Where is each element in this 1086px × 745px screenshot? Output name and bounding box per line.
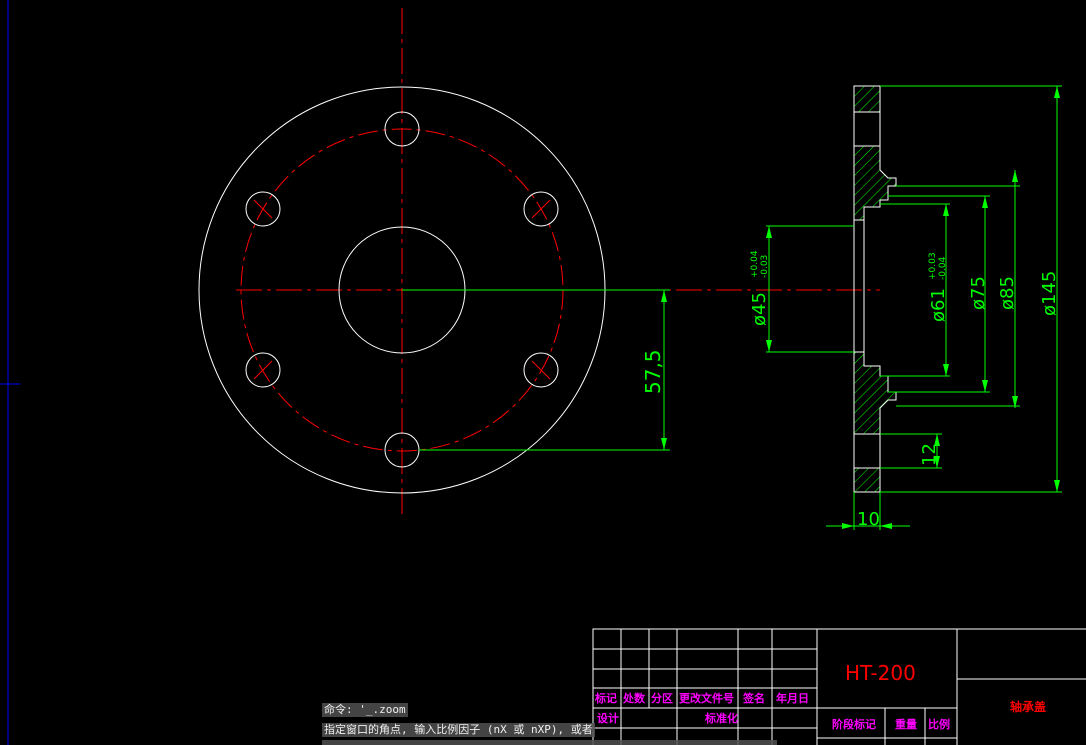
bolt-hole (245, 191, 281, 227)
tb-header-3: 更改文件号 (679, 691, 734, 705)
tb-scale-label: 比例 (928, 717, 950, 731)
hole-mark (531, 360, 551, 380)
bolt-hole (384, 111, 420, 147)
section-outline-bottom (853, 351, 897, 493)
dim-arrow (982, 380, 988, 392)
section-outline-top (853, 85, 897, 221)
dim-text-10: 10 (857, 509, 880, 530)
dim-arrow (661, 438, 667, 450)
dim-text-d145: ø145 (1039, 271, 1060, 316)
dim-arrow (1012, 396, 1018, 408)
tb-stage-label: 阶段标记 (832, 717, 876, 731)
dim-arrow (880, 523, 892, 529)
title-block (592, 628, 1086, 745)
dim-arrow (934, 456, 940, 468)
hole-mark (531, 199, 551, 219)
tb-header-0: 标记 (594, 691, 617, 705)
dim-text-d61: ø61 (928, 288, 949, 322)
dim-text-57-5: 57,5 (641, 349, 665, 394)
dim-text-d85: ø85 (997, 276, 1018, 310)
dim-arrow (982, 196, 988, 208)
dim-tol-d45-upper: +0.04 (750, 250, 760, 278)
tb-header-4: 签名 (742, 691, 765, 705)
section-view: ø45 +0.04 -0.03 ø61 +0.03 -0.04 ø75 ø85 … (749, 85, 1062, 530)
tb-header-2: 分区 (651, 691, 673, 705)
tb-header-1: 处数 (622, 691, 646, 705)
bolt-hole (245, 352, 281, 388)
hole-mark (253, 199, 273, 219)
tb-part-name: 轴承盖 (1010, 699, 1046, 714)
tb-design-label: 设计 (597, 711, 619, 725)
dim-arrow (766, 226, 772, 238)
dim-arrow (1054, 480, 1060, 492)
tb-header-5: 年月日 (776, 691, 809, 705)
tb-weight-label: 重量 (895, 717, 917, 731)
tb-standard-label: 标准化 (704, 711, 738, 725)
dim-tol-d61-upper: +0.03 (928, 252, 938, 280)
tb-material: HT-200 (845, 661, 916, 685)
command-input-line[interactable] (322, 740, 777, 745)
dim-arrow (943, 364, 949, 376)
dim-text-12: 12 (919, 443, 940, 466)
dim-arrow (934, 434, 940, 446)
command-history-line: 指定窗口的角点, 输入比例因子 (nX 或 nXP), 或者 (322, 723, 595, 737)
dim-arrow (1054, 86, 1060, 98)
bolt-hole-top (853, 111, 881, 147)
bolt-hole-bottom (853, 433, 881, 469)
hole-mark (253, 360, 273, 380)
title-block-text: 标记 处数 分区 更改文件号 签名 年月日 设计 标准化 阶段标记 重量 比例 … (594, 661, 1046, 731)
dim-text-d45: ø45 (749, 292, 770, 326)
dim-arrow (766, 340, 772, 352)
dim-text-d75: ø75 (968, 276, 989, 310)
dim-tol-d45-lower: -0.03 (760, 255, 770, 278)
dim-arrow (943, 204, 949, 216)
dim-arrow (661, 290, 667, 302)
dim-tol-d61-lower: -0.04 (938, 256, 948, 280)
dim-arrow (1012, 170, 1018, 182)
command-history-line: 命令: '_.zoom (322, 703, 408, 717)
front-view: 57,5 (198, 8, 880, 515)
dim-arrow (842, 523, 854, 529)
bolt-hole (523, 191, 559, 227)
bolt-hole (523, 352, 559, 388)
